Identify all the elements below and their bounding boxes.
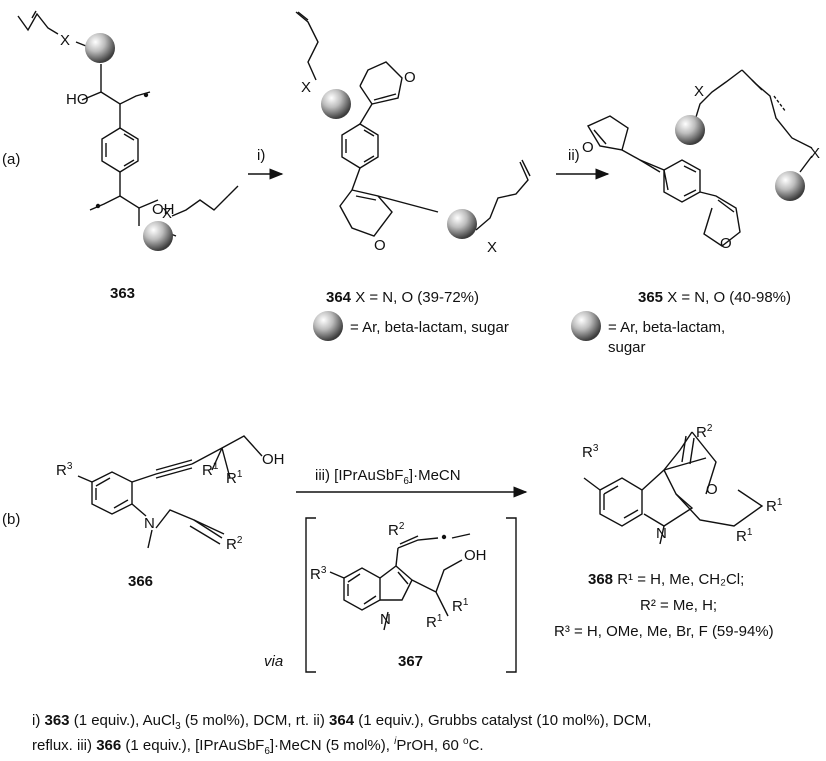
atom-x: X (810, 145, 821, 162)
bracket-right (506, 517, 517, 673)
r3-label: R3 (582, 443, 599, 461)
structure-366 (77, 435, 263, 549)
atom-x: X (694, 83, 705, 100)
atom-o: O (706, 481, 718, 498)
compound-368-r3: R³ = H, OMe, Me, Br, F (59-94%) (554, 623, 774, 640)
r2-label: R2 (696, 423, 713, 441)
sphere-365-left (675, 115, 705, 145)
r1-label: R1 (766, 497, 783, 515)
legend-365-text-2: sugar (608, 339, 646, 356)
r3-label: R3 (56, 461, 73, 479)
atom-o: O (582, 139, 594, 156)
compound-368-r2: R² = Me, H; (640, 597, 718, 614)
atom-x: X (60, 32, 71, 49)
r1-label: R1 (736, 527, 753, 545)
atom-n: N (380, 611, 391, 628)
compound-368-caption: 368 R¹ = H, Me, CH₂Cl; (588, 571, 745, 588)
panel-a-tag: (a) (2, 151, 21, 168)
atom-x: X (301, 79, 312, 96)
atom-ho: HO (66, 91, 89, 108)
compound-367-label: 367 (398, 653, 424, 670)
compound-366-label: 366 (128, 573, 154, 590)
r1-label: R1 (226, 469, 243, 487)
atom-x: X (162, 205, 173, 222)
arrow-ii-label: ii) (568, 147, 580, 164)
structure-368 (583, 431, 764, 545)
sphere-364-top (321, 89, 351, 119)
atom-o: O (374, 237, 386, 254)
r1-label: R1 (202, 461, 219, 479)
sphere-364-bottom (447, 209, 477, 239)
compound-363-label: 363 (110, 285, 136, 302)
bracket-left (305, 517, 316, 673)
sphere-363-bottom (143, 221, 173, 251)
atom-oh: OH (464, 547, 487, 564)
atom-o: O (720, 235, 732, 252)
atom-oh: OH (262, 451, 285, 468)
sphere-365-right (775, 171, 805, 201)
r2-label: R2 (388, 521, 405, 539)
sphere-legend-365 (571, 311, 601, 341)
atom-n: N (144, 515, 155, 532)
legend-364-text: = Ar, beta-lactam, sugar (350, 319, 509, 336)
conditions-line-1: i) 363 (1 equiv.), AuCl3 (5 mol%), DCM, … (32, 712, 652, 732)
structure-364 (295, 11, 531, 237)
conditions-line-2: reflux. iii) 366 (1 equiv.), [IPrAuSbF6]… (32, 736, 484, 757)
atom-n: N (656, 525, 667, 542)
compound-364-caption: 364 X = N, O (39-72%) (326, 289, 479, 306)
arrow-i-label: i) (257, 147, 266, 164)
structure-363 (17, 10, 239, 237)
legend-365-text-1: = Ar, beta-lactam, (608, 319, 726, 336)
via-label: via (264, 653, 284, 670)
sphere-363-top (85, 33, 115, 63)
atom-o: O (404, 69, 416, 86)
atom-x: X (487, 239, 498, 256)
structure-365 (586, 69, 813, 247)
panel-b-tag: (b) (2, 511, 21, 528)
r1-label: R1 (426, 613, 443, 631)
sphere-legend-364 (313, 311, 343, 341)
r1-label: R1 (452, 597, 469, 615)
r2-label: R2 (226, 535, 243, 553)
arrow-iii-label: iii) [IPrAuSbF6]·MeCN (315, 467, 461, 487)
r3-label: R3 (310, 565, 327, 583)
structure-367 (329, 533, 471, 631)
atom-oh: OH (152, 201, 175, 218)
compound-365-caption: 365 X = N, O (40-98%) (638, 289, 791, 306)
